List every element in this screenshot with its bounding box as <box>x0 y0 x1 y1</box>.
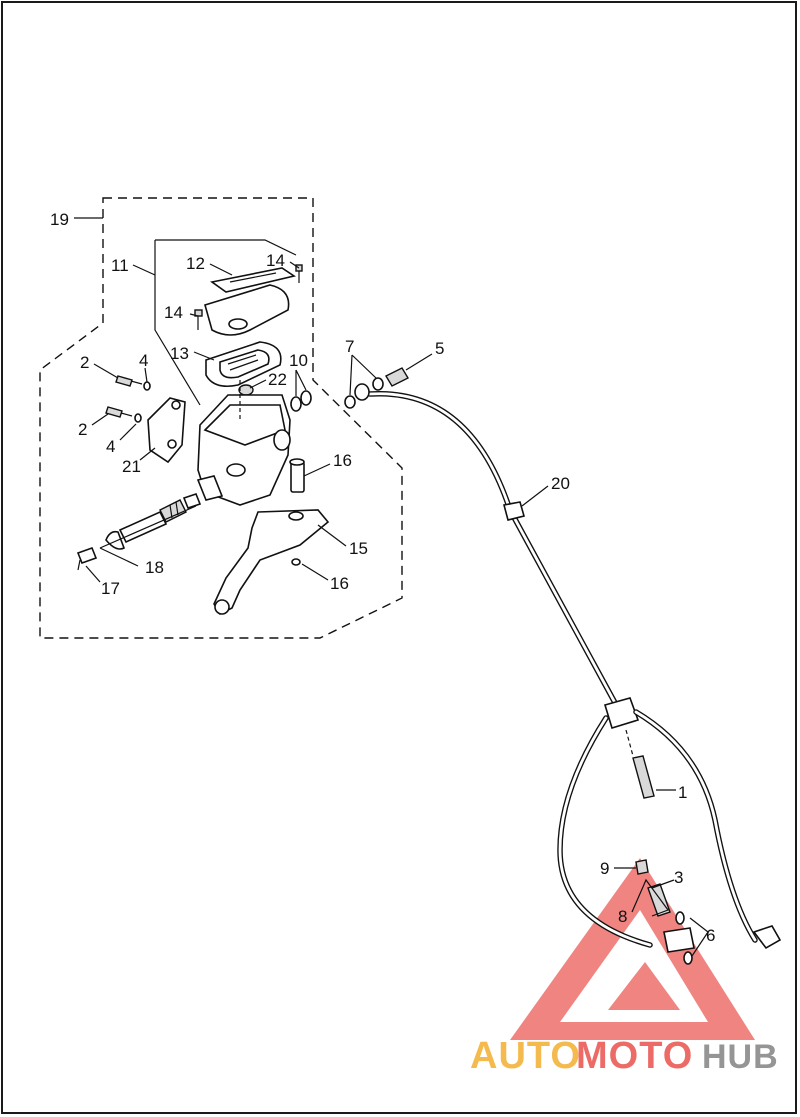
callout-14-left: 14 <box>164 303 183 322</box>
callout-11: 11 <box>111 256 129 275</box>
callout-17: 17 <box>101 579 120 598</box>
master-cylinder-body <box>196 380 291 506</box>
brake-line <box>367 391 782 953</box>
banjo-bolt-5 <box>385 367 409 387</box>
bleeder-cap <box>635 859 649 875</box>
callout-3: 3 <box>674 868 683 887</box>
banjo-fitting-7 <box>344 377 384 409</box>
callout-16-upper: 16 <box>333 451 352 470</box>
callout-2-upper: 2 <box>80 353 89 372</box>
handlebar-clamp <box>147 397 186 464</box>
watermark-hub: HUB <box>702 1038 779 1076</box>
washer-10 <box>290 390 312 412</box>
watermark-logo <box>510 858 755 1040</box>
callout-labels: 19 11 12 14 14 13 2 4 2 4 21 22 10 7 5 1… <box>50 210 715 945</box>
diaphragm <box>205 341 282 388</box>
washers-6 <box>675 911 693 965</box>
assembly-boundary <box>39 197 403 639</box>
callout-1: 1 <box>678 783 687 802</box>
pushrod-boot <box>76 546 98 571</box>
cover-screw-left <box>194 309 203 330</box>
brake-lever <box>213 509 330 616</box>
callout-21: 21 <box>122 457 141 476</box>
callout-4-upper: 4 <box>139 351 148 370</box>
callout-12: 12 <box>186 254 205 273</box>
retaining-ring <box>291 558 301 566</box>
mounting-bolt <box>625 729 655 799</box>
reservoir-cover-plate <box>210 267 296 293</box>
callout-10: 10 <box>289 351 308 370</box>
bracket-11 <box>154 239 297 406</box>
clamp-bolt-lower <box>105 406 142 423</box>
callout-20: 20 <box>551 474 570 493</box>
callout-13: 13 <box>170 344 189 363</box>
sight-glass <box>238 384 254 396</box>
callout-6: 6 <box>706 926 715 945</box>
pivot-pin <box>289 458 305 493</box>
callout-14-top: 14 <box>266 251 285 270</box>
watermark-text: AUTO MOTO HUB <box>470 1035 779 1077</box>
clamp-bolt-upper <box>115 375 151 391</box>
callout-4-lower: 4 <box>106 437 115 456</box>
leader-lines <box>74 217 709 957</box>
reservoir-cover <box>204 284 290 336</box>
callout-7: 7 <box>345 337 354 356</box>
callout-5: 5 <box>435 339 444 358</box>
callout-15: 15 <box>349 539 368 558</box>
bleeder-valve <box>647 883 671 917</box>
callout-22: 22 <box>268 370 287 389</box>
callout-19: 19 <box>50 210 69 229</box>
watermark-auto: AUTO <box>470 1035 581 1077</box>
callout-18: 18 <box>145 558 164 577</box>
callout-9: 9 <box>600 859 609 878</box>
callout-16-lower: 16 <box>330 574 349 593</box>
watermark-moto: MOTO <box>576 1035 693 1077</box>
callout-8: 8 <box>618 907 627 926</box>
piston-assembly <box>105 493 202 550</box>
callout-2-lower: 2 <box>78 420 87 439</box>
